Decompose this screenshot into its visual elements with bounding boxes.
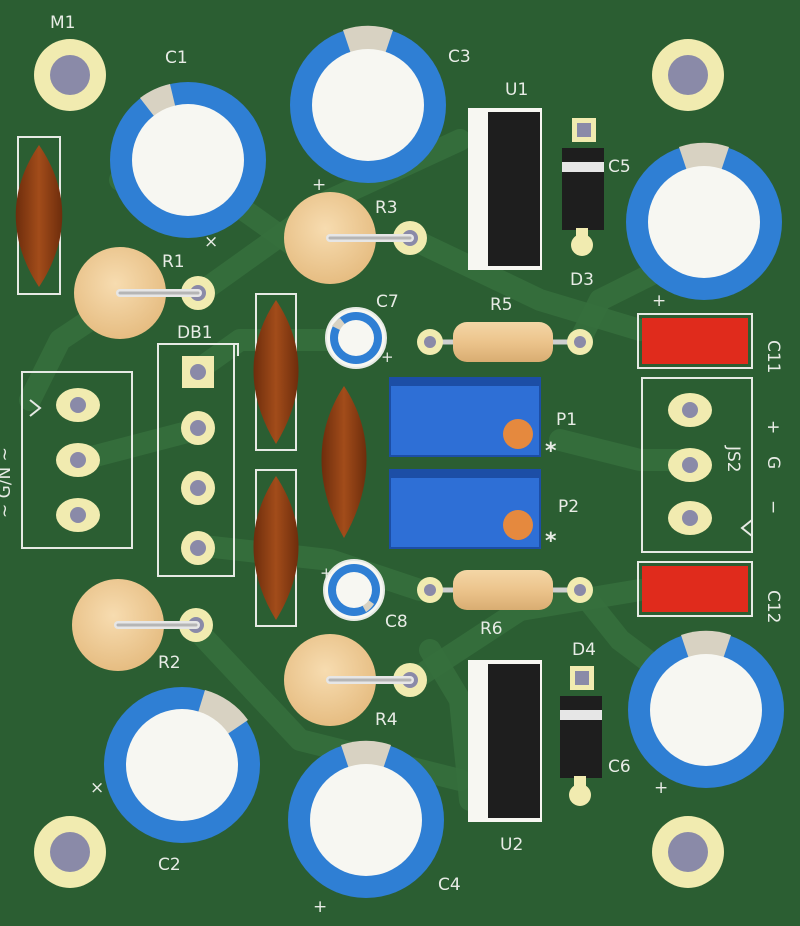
label-d3: D3 [570,270,594,290]
bridge-db1 [157,343,239,577]
diode-d3 [562,118,604,256]
label-c4: C4 [438,875,461,895]
silkscreen-labels: M1 C1 C3 U1 C5 R3 R1 D3 C7 R5 DB1 P1 P2 … [0,13,783,917]
polarity-c8: + [320,564,333,582]
diode-d4 [560,666,602,806]
resistor-r6 [417,570,593,610]
label-c12: C12 [763,590,783,624]
label-r1: R1 [162,252,185,272]
label-u1: U1 [505,80,528,100]
label-c1: C1 [165,48,188,68]
label-c5: C5 [608,157,631,177]
smd-cap-c11 [637,313,753,369]
label-p1: P1 [556,410,577,430]
film-cap-left [15,136,63,295]
mounting-holes [34,39,724,888]
label-r2: R2 [158,653,181,673]
label-db1: DB1 [177,323,213,343]
label-js2: JS2 [723,445,743,473]
label-u2: U2 [500,835,523,855]
marker-p1: * [545,439,557,464]
connector-left [21,371,133,549]
label-c6: C6 [608,757,631,777]
label-c2: C2 [158,855,181,875]
label-js2-plus: + [763,420,783,434]
label-r3: R3 [375,198,398,218]
label-js2-minus: − [763,500,783,514]
film-cap-mid-bottom [253,469,299,627]
polarity-c4: + [313,897,327,917]
polarity-c3: + [312,175,326,195]
label-c7: C7 [376,292,399,312]
label-left-connector: ~ G/N ~ [0,447,15,518]
polarity-c5: + [652,291,666,311]
connector-js2 [641,377,753,553]
label-c11: C11 [763,340,783,374]
label-p2: P2 [558,497,579,517]
resistor-r2 [72,579,213,671]
electrolytic-c6 [628,630,784,788]
regulator-u1 [468,108,542,270]
label-c3: C3 [448,47,471,67]
polarity-c6: + [654,778,668,798]
film-cap-mid-top [253,293,299,451]
electrolytic-c1 [110,82,266,238]
electrolytic-c2 [104,687,260,843]
electrolytic-c8 [323,559,385,621]
film-cap-center [321,386,367,538]
trimmer-p2 [389,469,541,549]
copper-traces [19,129,711,811]
resistor-r4 [284,634,427,726]
electrolytic-c4 [288,740,444,898]
label-js2-g: G [763,456,783,469]
resistor-r3 [284,192,427,284]
polarity-c7: + [381,348,394,366]
electrolytic-c7 [325,307,387,369]
label-r6: R6 [480,619,503,639]
electrolytic-c5 [626,142,782,300]
marker-p2: * [545,529,557,554]
resistor-r1 [74,247,215,339]
trimmer-p1 [389,377,541,457]
electrolytic-c3 [290,25,446,183]
resistor-r5 [417,322,593,362]
label-d4: D4 [572,640,596,660]
label-r5: R5 [490,295,513,315]
label-r4: R4 [375,710,398,730]
polarity-c2: × [90,778,104,798]
label-m1: M1 [50,13,75,33]
smd-cap-c12 [637,561,753,617]
polarity-c1: × [204,232,218,252]
regulator-u2 [468,660,542,822]
label-c8: C8 [385,612,408,632]
